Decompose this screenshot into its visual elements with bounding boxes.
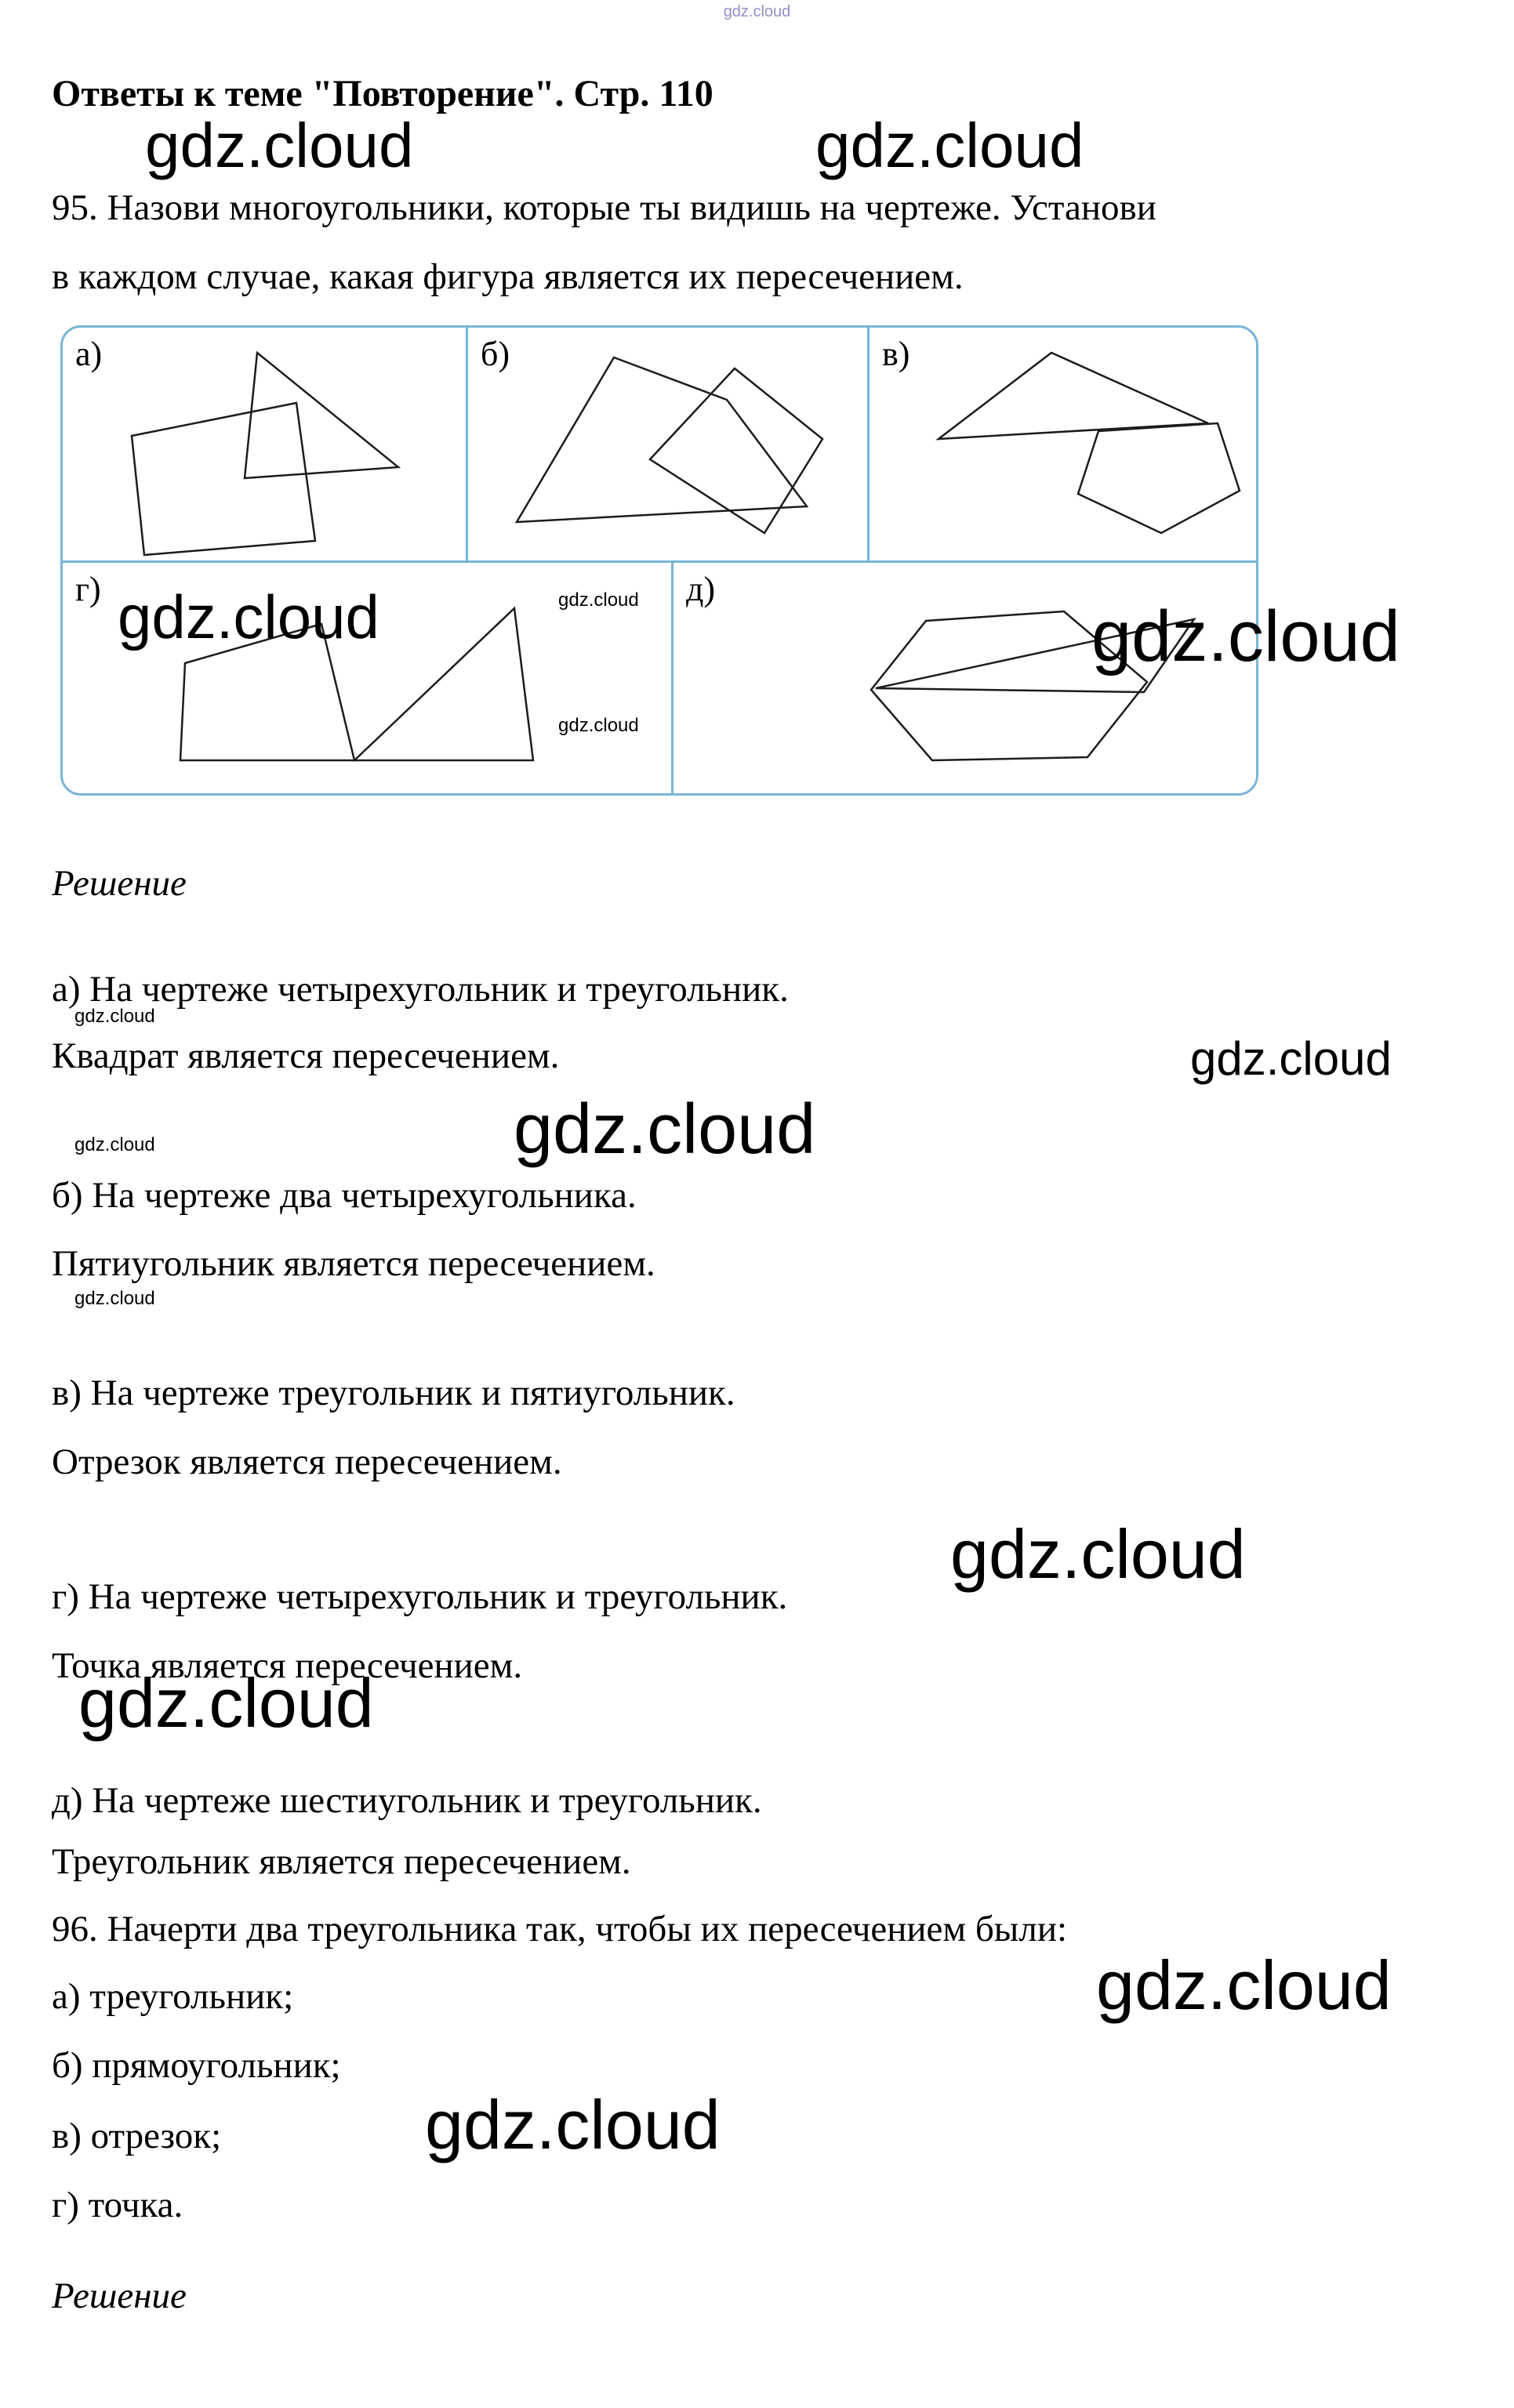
figure-d-drawing: [870, 610, 1196, 762]
answer-a-line-2: Квадрат является пересечением.: [52, 1035, 560, 1076]
figure-cell-g: г): [63, 563, 671, 793]
watermark-small-4: gdz.cloud: [74, 1134, 155, 1155]
page-title: Ответы к теме "Повторение". Стр. 110: [52, 73, 713, 114]
answer-v-line-2: Отрезок является пересечением.: [52, 1442, 562, 1482]
task-96-option-b: б) прямоугольник;: [52, 2045, 341, 2086]
watermark-big-2: gdz.cloud: [950, 1515, 1246, 1593]
watermark-big-5: gdz.cloud: [425, 2086, 721, 2163]
watermark-figure-d: gdz.cloud: [1091, 597, 1400, 676]
figure-b-label: б): [481, 335, 510, 373]
task-96-option-v: в) отрезок;: [52, 2116, 222, 2156]
answer-a-line-1: а) На чертеже четырехугольник и треуголь…: [52, 969, 789, 1010]
answer-g-line-1: г) На чертеже четырехугольник и треуголь…: [52, 1576, 788, 1617]
watermark-big-4: gdz.cloud: [1096, 1946, 1392, 2024]
figure-cell-a: а): [63, 328, 466, 560]
figure-cell-b: б): [468, 328, 867, 560]
polygon-quadrilateral: [130, 401, 317, 557]
watermark-big-3: gdz.cloud: [78, 1664, 374, 1742]
panel-divider-vertical-1: [466, 328, 468, 560]
watermark-top-tiny: gdz.cloud: [723, 3, 791, 20]
task-95-line-1: 95. Назови многоугольники, которые ты ви…: [52, 187, 1156, 228]
figure-v-label: в): [882, 335, 910, 373]
answer-g-line-2: Точка является пересечением.: [52, 1645, 523, 1686]
figure-v-drawing: [935, 351, 1241, 535]
watermark-small-1: gdz.cloud: [558, 589, 639, 611]
solution-95-heading: Решение: [52, 863, 187, 904]
panel-divider-horizontal: [63, 560, 1256, 563]
figure-g-label: г): [75, 570, 101, 608]
panel-divider-vertical-2: [867, 328, 870, 560]
polygon-triangle: [351, 606, 535, 762]
polygon-quadrilateral: [179, 622, 356, 762]
polygon-quadrilateral-1: [514, 356, 809, 524]
answer-b-line-1: б) На чертеже два четырехугольника.: [52, 1175, 637, 1216]
figure-cell-d: д): [673, 563, 1256, 793]
figure-panel: а) б) в) г): [60, 325, 1258, 796]
panel-divider-vertical-3: [671, 563, 673, 793]
watermark-center-big: gdz.cloud: [514, 1090, 816, 1169]
task-96-text: 96. Начерти два треугольника так, чтобы …: [52, 1909, 1068, 1949]
answer-d-line-1: д) На чертеже шестиугольник и треугольни…: [52, 1780, 762, 1821]
figure-b-drawing: [514, 356, 824, 535]
answer-b-line-2: Пятиугольник является пересечением.: [52, 1243, 655, 1284]
watermark-large-1: gdz.cloud: [145, 111, 414, 180]
watermark-small-5: gdz.cloud: [74, 1288, 155, 1309]
watermark-figure-g: gdz.cloud: [118, 582, 379, 651]
watermark-small-3: gdz.cloud: [74, 1006, 155, 1027]
polygon-quadrilateral-2: [648, 367, 824, 535]
answer-d-line-2: Треугольник является пересечением.: [52, 1841, 631, 1882]
polygon-triangle: [243, 350, 401, 480]
task-95-line-2: в каждом случае, какая фигура является и…: [52, 256, 964, 297]
polygon-pentagon: [1077, 422, 1241, 535]
polygon-triangle: [875, 618, 1196, 694]
figure-d-label: д): [686, 570, 716, 608]
figure-a-label: а): [75, 335, 103, 373]
task-96-option-a: а) треугольник;: [52, 1976, 294, 2017]
polygon-triangle: [935, 351, 1209, 441]
watermark-right-1: gdz.cloud: [1190, 1032, 1392, 1085]
task-96-option-g: г) точка.: [52, 2185, 183, 2225]
answer-v-line-1: в) На чертеже треугольник и пятиугольник…: [52, 1373, 735, 1413]
figure-g-drawing: [179, 606, 535, 762]
figure-cell-v: в): [870, 328, 1256, 560]
watermark-small-2: gdz.cloud: [558, 715, 639, 736]
watermark-large-2: gdz.cloud: [815, 111, 1084, 180]
polygon-hexagon: [870, 610, 1149, 762]
figure-a-drawing: [130, 350, 401, 557]
solution-96-heading: Решение: [52, 2276, 187, 2316]
